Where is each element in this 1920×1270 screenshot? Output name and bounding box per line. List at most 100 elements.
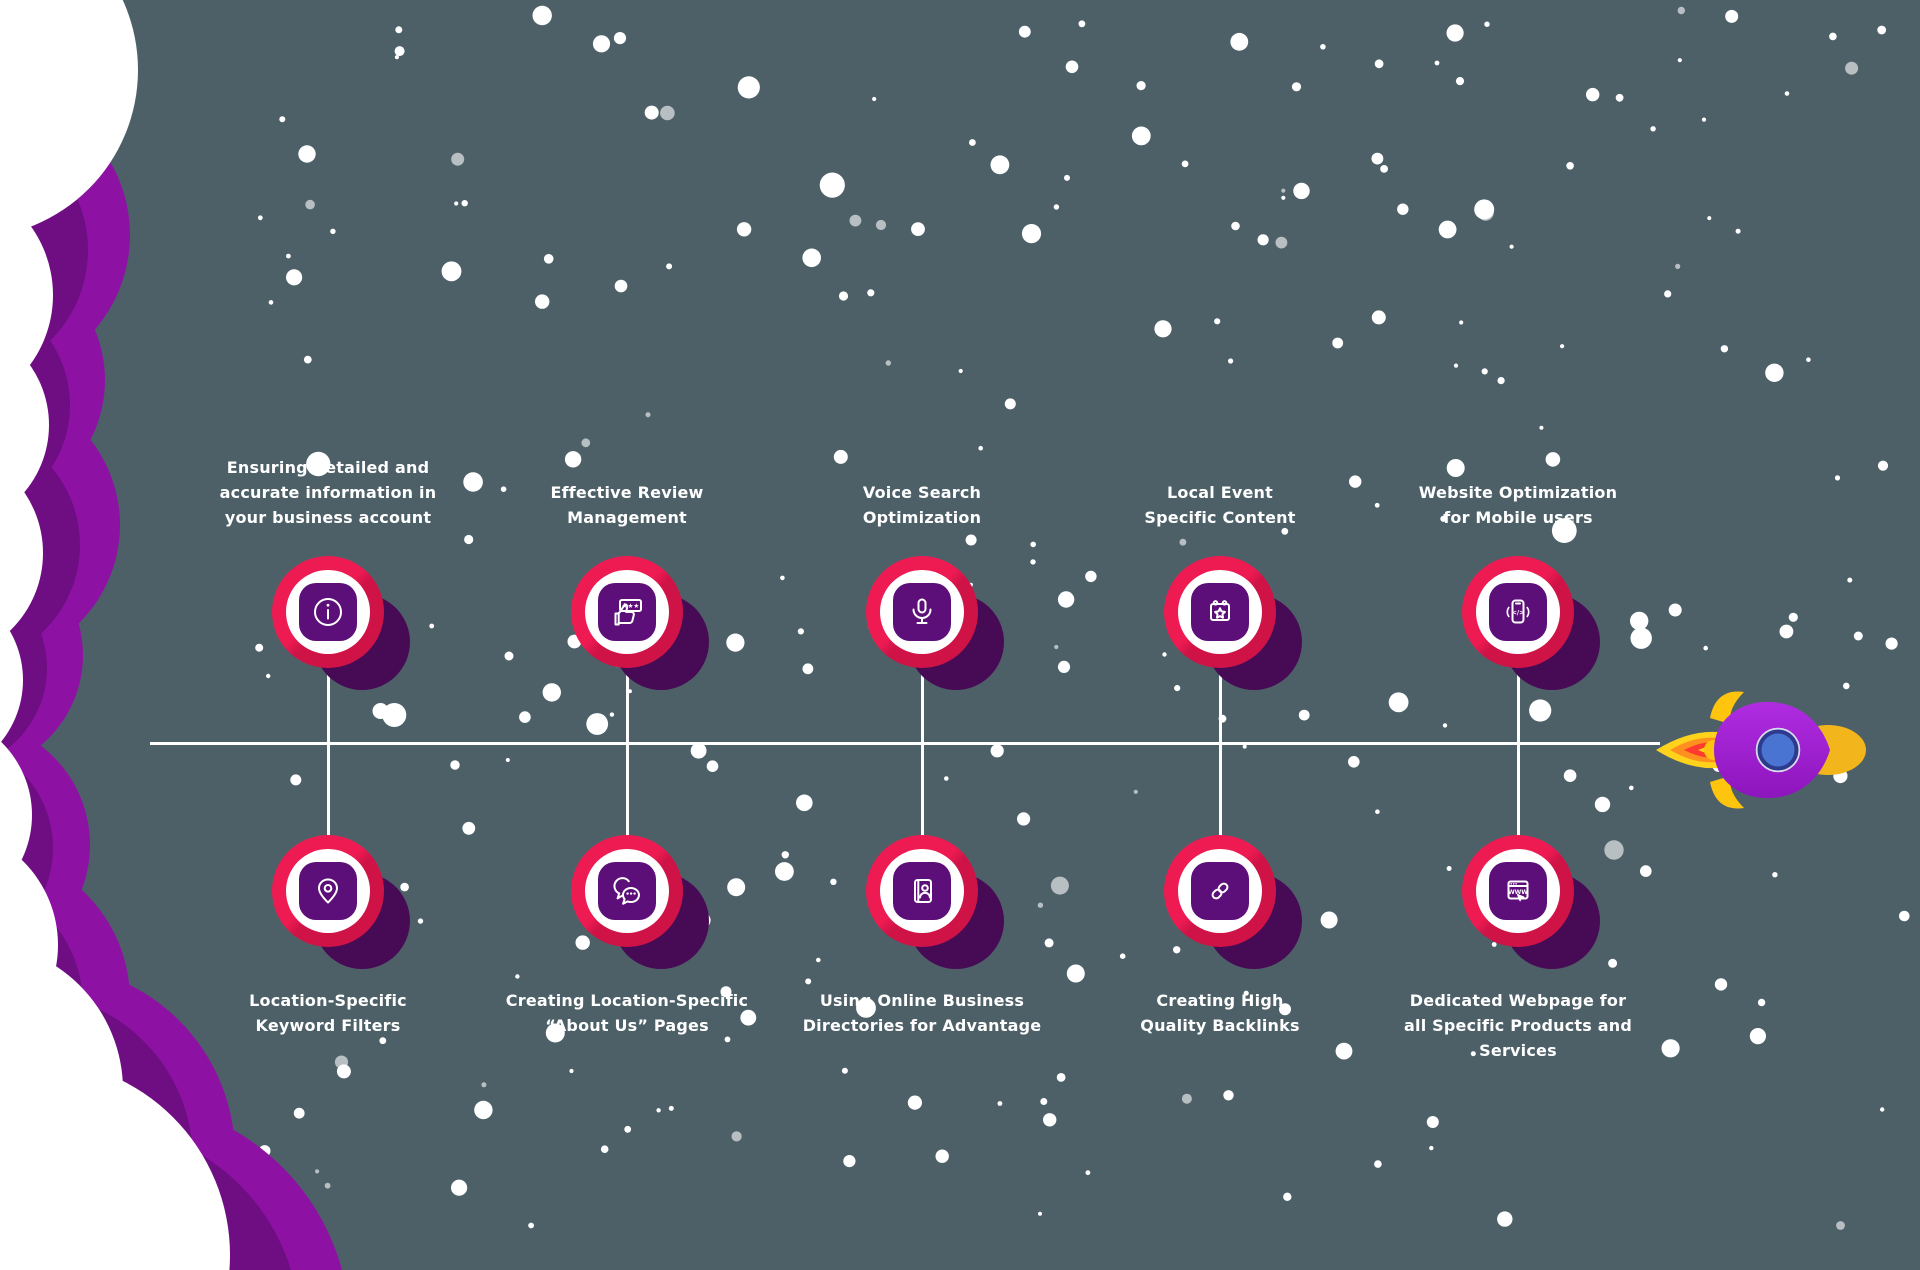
- dot: [1057, 660, 1071, 674]
- dot: [266, 673, 271, 679]
- dot: [400, 882, 409, 892]
- dot: [330, 228, 336, 234]
- dot: [461, 200, 468, 207]
- mobile-optimization-badge: </>: [1462, 556, 1600, 690]
- dot: [1725, 9, 1739, 23]
- dot: [965, 534, 977, 546]
- dot: [257, 215, 263, 221]
- local-event-badge: [1164, 556, 1302, 690]
- dot: [816, 957, 821, 963]
- dot: [830, 878, 837, 885]
- dot: [740, 1009, 757, 1026]
- dot: [463, 472, 483, 492]
- dot: [843, 1155, 856, 1168]
- dot: [1242, 744, 1247, 749]
- dot: [1664, 290, 1672, 298]
- dot: [1668, 603, 1682, 617]
- dot: [1529, 699, 1552, 722]
- dot: [394, 46, 405, 57]
- dot: [656, 1108, 661, 1113]
- dot: [1065, 60, 1079, 74]
- dot: [856, 998, 876, 1018]
- dot: [1056, 1073, 1066, 1082]
- dot: [1604, 840, 1624, 860]
- dot: [1293, 182, 1310, 200]
- dot: [286, 269, 303, 286]
- connector-line: [625, 612, 629, 743]
- dot: [1788, 612, 1798, 622]
- dot: [1131, 126, 1151, 146]
- dot: [1880, 1107, 1885, 1112]
- dot: [1608, 958, 1618, 968]
- dot: [1349, 475, 1362, 488]
- dot: [279, 116, 286, 123]
- dot: [586, 713, 609, 735]
- dot: [724, 1036, 731, 1043]
- dot: [1044, 938, 1054, 948]
- cloud-decoration: [0, 0, 343, 1270]
- dot: [907, 1095, 923, 1110]
- dot: [1586, 87, 1600, 102]
- dot: [1375, 809, 1380, 814]
- dot: [1474, 199, 1495, 220]
- dot: [726, 633, 745, 652]
- dot: [727, 878, 746, 897]
- dot: [1054, 644, 1059, 650]
- dot: [1332, 337, 1344, 349]
- dot: [1281, 195, 1286, 200]
- dot: [1675, 263, 1681, 269]
- badge-tile: ★★★: [598, 583, 656, 641]
- dot: [1757, 998, 1766, 1007]
- dot: [731, 1131, 742, 1142]
- badge-tile: [299, 583, 357, 641]
- dot: [1442, 723, 1448, 728]
- dot: [1551, 518, 1577, 543]
- review-management-badge: ★★★: [571, 556, 709, 690]
- dot: [417, 918, 424, 924]
- dot: [1335, 1042, 1353, 1060]
- dot: [1181, 160, 1189, 168]
- dot: [1348, 756, 1360, 768]
- timeline-item-label: Using Online Business Directories for Ad…: [802, 991, 1042, 1035]
- dot: [1320, 911, 1338, 929]
- www-browser-icon: WWW: [1507, 880, 1529, 902]
- timeline-item-label: Effective Review Management: [550, 483, 704, 527]
- dot: [1053, 204, 1060, 210]
- dot: [720, 986, 732, 998]
- review-thumb-icon: ★★★: [614, 599, 642, 626]
- dot: [1371, 310, 1386, 325]
- dot: [1749, 1028, 1766, 1045]
- dot: [1050, 876, 1069, 895]
- dot: [872, 96, 877, 102]
- dot: [1043, 1113, 1057, 1127]
- svg-text:★★★: ★★★: [622, 602, 640, 610]
- keyword-filters-badge: [272, 835, 410, 969]
- dot: [1281, 188, 1286, 193]
- dot: [1455, 77, 1465, 86]
- svg-text:</>: </>: [1512, 609, 1524, 616]
- dot: [1885, 637, 1898, 650]
- dot: [528, 1222, 534, 1229]
- contact-book-icon: [914, 879, 932, 903]
- dot: [1279, 1003, 1291, 1016]
- dot: [481, 1082, 487, 1088]
- dot: [1173, 946, 1181, 954]
- timeline-item-label: Ensuring detailed and accurate informati…: [219, 458, 437, 527]
- dot: [1374, 502, 1380, 508]
- dot: [1374, 1160, 1382, 1168]
- dot: [1030, 559, 1036, 565]
- dot: [1018, 25, 1031, 38]
- dot: [613, 31, 627, 45]
- timeline-item-label: Dedicated Webpage for all Specific Produ…: [1404, 991, 1632, 1060]
- dot: [545, 1023, 565, 1043]
- dot: [706, 760, 719, 772]
- timeline-item-label: Creating High Quality Backlinks: [1140, 991, 1300, 1035]
- timeline-item-label: Website Optimization for Mobile users: [1418, 483, 1618, 527]
- timeline-line: [150, 742, 1660, 745]
- dot: [592, 35, 611, 53]
- dot: [1085, 1170, 1091, 1176]
- dot: [885, 360, 891, 366]
- dot: [1847, 577, 1853, 583]
- dot: [935, 1149, 949, 1163]
- dot: [1174, 685, 1181, 692]
